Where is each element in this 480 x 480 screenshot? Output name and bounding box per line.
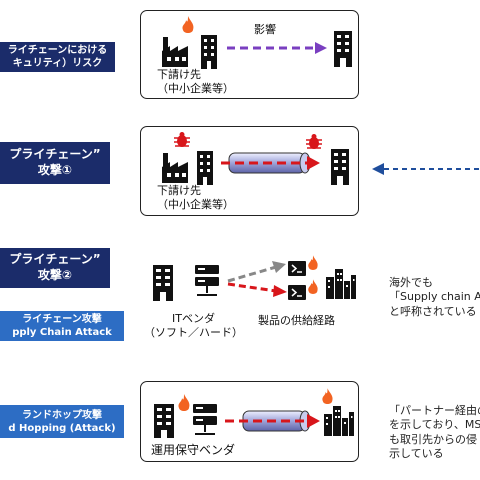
it-vendor-line-1: ITベンダ: [172, 312, 215, 325]
label-line-1: ライチェーンにおける: [7, 45, 108, 56]
note-line: 海外でも: [389, 276, 433, 289]
building-icon: [197, 151, 213, 185]
note-line: 「Supply chain At: [389, 290, 480, 304]
pipe-attack-arrow: [225, 410, 320, 432]
subcontractor-label: 下請け先 （中小企業等）: [157, 68, 234, 97]
building-icon: [334, 31, 352, 67]
subcontractor-label: 下請け先 （中小企業等）: [157, 184, 234, 213]
note-island-hopping: 「パートナー経由の を示しており、MS も取引先からの侵 示している: [389, 404, 480, 461]
panel-attack-1: 下請け先 （中小企業等）: [140, 126, 359, 216]
bug-icon: [306, 134, 322, 149]
label-line-1: ランドホップ攻撃: [22, 409, 102, 421]
note-line: も取引先からの侵: [389, 432, 477, 446]
panel-attack-2: ITベンダ （ソフト／ハード） 製品の供給経路: [140, 243, 359, 353]
supply-route-label: 製品の供給経路: [258, 314, 335, 327]
fire-icon: [178, 394, 190, 411]
label-supply-chain-attack-en: ライチェーン攻撃 pply Chain Attack: [0, 311, 124, 341]
factory-icon: [162, 153, 188, 183]
label-line-2: 攻撃②: [37, 268, 73, 282]
bug-icon: [174, 132, 190, 147]
subcontractor-line-1: 下請け先: [157, 68, 201, 81]
city-buildings-icon: [324, 406, 354, 436]
label-supply-chain-risk: ライチェーンにおける キュリティ）リスク: [0, 42, 115, 72]
terminal-icon: [288, 285, 306, 300]
dashed-connector-arrow: [372, 163, 480, 175]
panel-risk: 影響 下請け先 （中小企業等）: [140, 10, 359, 99]
influence-label: 影響: [254, 23, 276, 36]
label-line-2: 攻撃①: [37, 163, 73, 177]
label-line-1: プライチェーン”: [9, 252, 101, 267]
it-vendor-label: ITベンダ （ソフト／ハード）: [144, 312, 243, 341]
label-line-2: キュリティ）リスク: [12, 58, 103, 69]
label-supply-chain-attack-2: プライチェーン” 攻撃②: [0, 248, 110, 288]
label-line-1: プライチェーン”: [9, 147, 101, 162]
building-icon: [154, 404, 174, 438]
building-icon: [201, 35, 217, 69]
fire-icon: [308, 279, 318, 294]
label-line-1: ライチェーン攻撃: [22, 314, 102, 325]
label-island-hopping: ランドホップ攻撃 d Hopping (Attack): [0, 405, 124, 438]
server-icon: [195, 265, 219, 296]
building-icon: [153, 265, 173, 301]
red-attack-arrow: [227, 282, 287, 297]
city-buildings-icon: [326, 269, 356, 299]
panel-island-hopping: 運用保守ベンダ: [140, 381, 359, 462]
building-icon: [331, 149, 349, 185]
subcontractor-line-1: 下請け先: [157, 184, 201, 197]
label-line-2: pply Chain Attack: [12, 327, 112, 338]
note-line: を示しており、MS: [389, 418, 480, 432]
fire-icon: [322, 388, 333, 404]
subcontractor-line-2: （中小企業等）: [157, 198, 234, 212]
note-supply-chain-attack: 海外でも 「Supply chain At と呼称されている: [389, 276, 480, 319]
fire-icon: [308, 255, 318, 270]
pipe-attack-arrow: [221, 152, 320, 174]
label-supply-chain-attack-1: プライチェーン” 攻撃①: [0, 142, 110, 184]
server-icon: [193, 404, 217, 435]
maintenance-vendor-label: 運用保守ベンダ: [151, 443, 236, 457]
subcontractor-line-2: （中小企業等）: [157, 82, 234, 96]
terminal-icon: [288, 261, 306, 276]
note-line: 「パートナー経由の: [389, 404, 480, 417]
influence-arrow: [227, 42, 327, 54]
it-vendor-line-2: （ソフト／ハード）: [144, 326, 243, 340]
factory-icon: [162, 37, 188, 67]
note-line: と呼称されている: [389, 304, 477, 318]
label-line-2: d Hopping (Attack): [8, 422, 116, 434]
note-line: 示している: [389, 446, 444, 460]
fire-icon: [182, 16, 194, 33]
gray-supply-arrow: [227, 261, 286, 283]
